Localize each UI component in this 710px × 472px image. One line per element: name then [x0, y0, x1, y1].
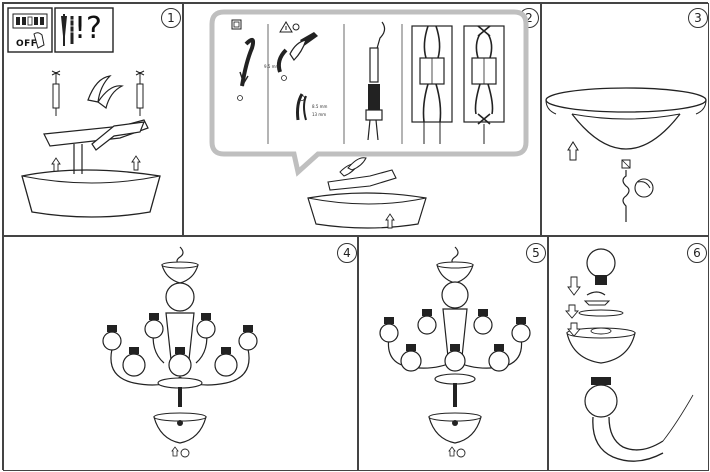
- step-number-1: 1: [161, 8, 181, 28]
- strip-length-c: 13 mm: [312, 112, 327, 117]
- bulb-icon: [565, 248, 694, 462]
- mounting-bracket-illustration: [7, 7, 161, 218]
- power-switch-icon: [7, 7, 53, 53]
- chandelier-icon: [102, 246, 258, 458]
- step-number-6: 6: [687, 243, 707, 263]
- step-number-5: 5: [526, 243, 546, 263]
- step-number-3: 3: [688, 8, 708, 28]
- panel-step-4: 4: [3, 236, 358, 471]
- warning-mark: !?: [74, 11, 102, 46]
- power-off-label: OFF: [16, 39, 38, 49]
- strip-length-a: 9.5 mm: [264, 64, 280, 69]
- step-number-4: 4: [337, 243, 357, 263]
- panel-step-3: 3: [541, 3, 709, 236]
- panel-step-1: 1: [3, 3, 183, 236]
- wiring-illustration: [209, 9, 529, 229]
- panel-step-5: 5: [358, 236, 548, 471]
- ceiling-bowl-icon: [545, 87, 707, 222]
- drill-screw-icon: [54, 7, 114, 53]
- chandelier-small-icon: [379, 246, 531, 458]
- strip-length-b: 8.5 mm: [312, 104, 328, 109]
- panel-step-6: 6: [548, 236, 709, 471]
- panel-step-2: 2: [183, 3, 541, 236]
